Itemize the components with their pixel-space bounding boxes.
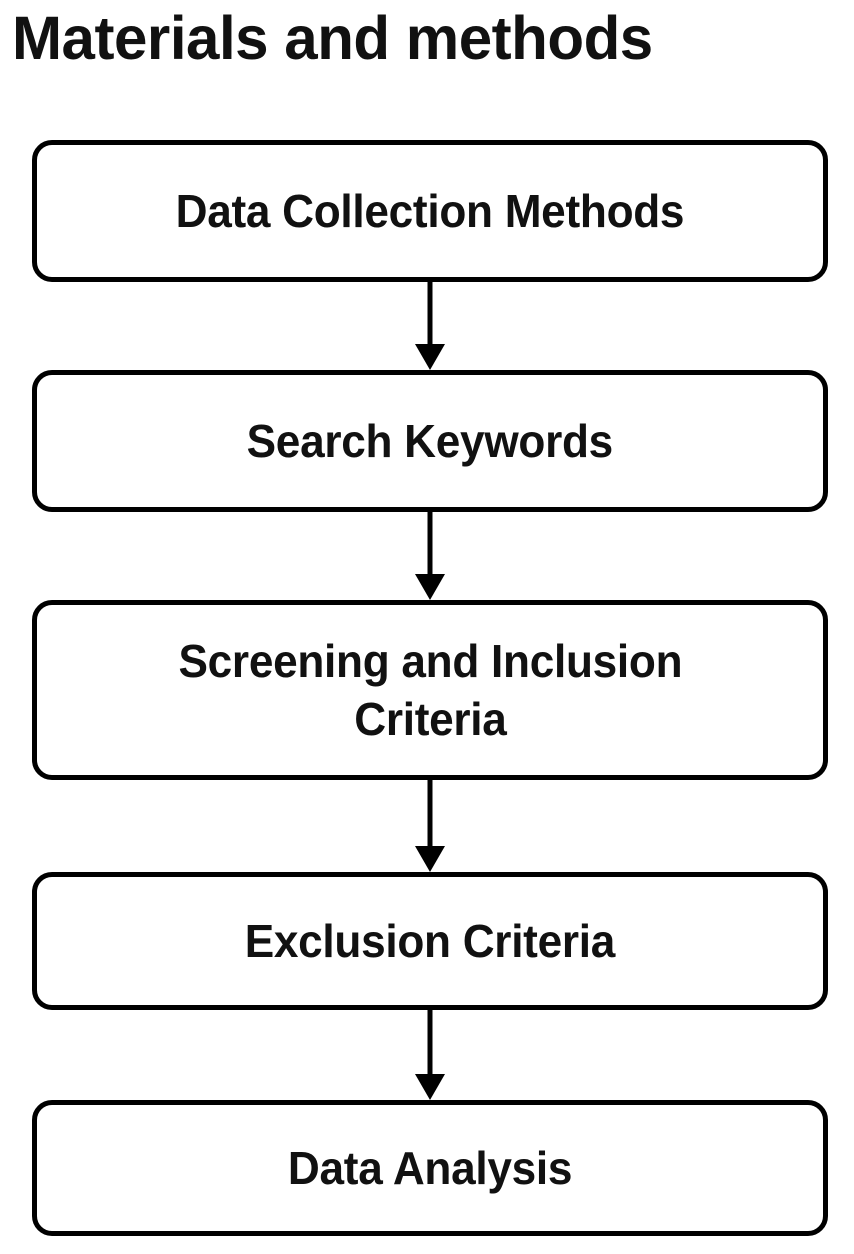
flow-node-screening-and-inclusion-criteria[interactable]: Screening and Inclusion Criteria: [32, 600, 828, 780]
connector-arrow-3: [0, 780, 854, 872]
flow-node-data-analysis[interactable]: Data Analysis: [32, 1100, 828, 1236]
connector-arrow-4: [0, 1010, 854, 1100]
page-title: Materials and methods: [12, 4, 653, 72]
flow-node-label: Data Collection Methods: [175, 185, 685, 237]
flow-node-label: Screening and Inclusion Criteria: [178, 635, 682, 745]
flow-node-data-collection-methods[interactable]: Data Collection Methods: [32, 140, 828, 282]
flow-node-label: Search Keywords: [246, 415, 614, 467]
flow-node-search-keywords[interactable]: Search Keywords: [32, 370, 828, 512]
flow-node-label: Data Analysis: [287, 1142, 573, 1194]
connector-arrow-2: [0, 512, 854, 600]
connector-arrow-1: [0, 282, 854, 370]
flow-node-exclusion-criteria[interactable]: Exclusion Criteria: [32, 872, 828, 1010]
flow-node-label: Exclusion Criteria: [244, 915, 616, 967]
